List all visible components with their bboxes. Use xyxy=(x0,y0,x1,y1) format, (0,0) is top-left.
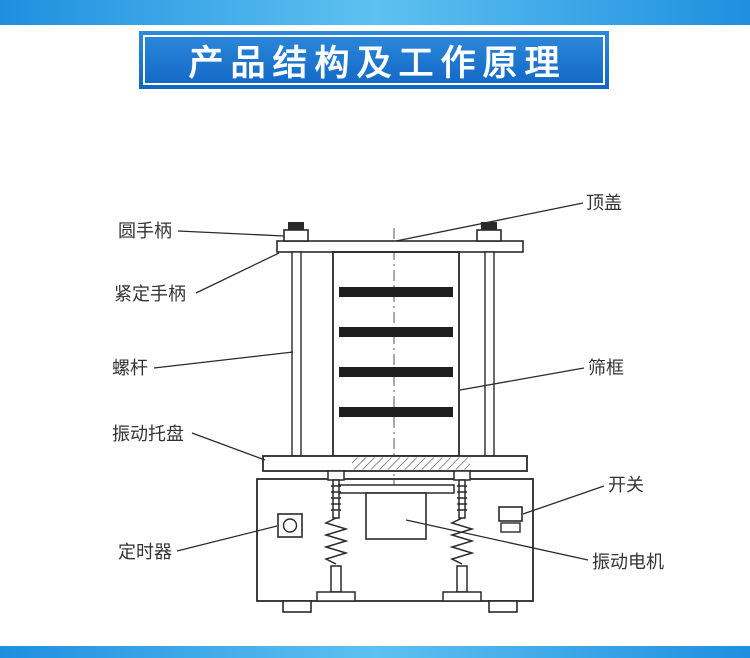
label-top-cover: 顶盖 xyxy=(586,193,622,214)
right-screw-rod xyxy=(484,251,495,457)
leader-screw-rod xyxy=(153,351,294,369)
leader-vibration-motor xyxy=(405,519,589,561)
leader-tightening-handle xyxy=(195,252,280,294)
leader-timer xyxy=(176,525,278,552)
left-foot xyxy=(282,600,312,613)
right-foot xyxy=(488,600,518,613)
left-screw-rod xyxy=(291,251,302,457)
timer-shape xyxy=(277,513,303,538)
sieve-bar-2 xyxy=(339,327,453,337)
label-timer: 定时器 xyxy=(118,542,172,563)
leader-top-cover xyxy=(395,202,584,242)
sieve-stack-box xyxy=(332,251,460,457)
left-round-handle-bolt xyxy=(283,222,309,242)
leader-sieve-frame xyxy=(459,367,585,391)
label-vibration-tray: 振动托盘 xyxy=(112,424,184,445)
label-tightening-handle: 紧定手柄 xyxy=(114,284,186,305)
label-vibration-motor: 振动电机 xyxy=(592,552,664,573)
left-spring-assembly xyxy=(316,470,356,602)
base-box xyxy=(256,478,534,602)
leader-vibration-tray xyxy=(191,432,266,461)
title-banner: 产品结构及工作原理 xyxy=(139,31,609,89)
bottom-decor-strip xyxy=(0,646,750,658)
leader-switch xyxy=(522,485,605,515)
top-decor-strip xyxy=(0,0,750,25)
right-spring-assembly xyxy=(442,470,482,602)
vibration-motor-shape xyxy=(337,484,455,540)
page-title: 产品结构及工作原理 xyxy=(188,43,567,84)
top-cover-shape xyxy=(276,240,524,253)
sieve-bar-1 xyxy=(339,287,453,297)
label-screw-rod: 螺杆 xyxy=(112,358,148,379)
vibration-tray-shape xyxy=(262,455,528,472)
label-sieve-frame: 筛框 xyxy=(588,358,624,379)
sieve-bar-4 xyxy=(339,407,453,417)
title-banner-border: 产品结构及工作原理 xyxy=(143,35,605,85)
label-switch: 开关 xyxy=(608,475,644,496)
right-round-handle-bolt xyxy=(476,222,502,242)
switch-shape xyxy=(498,506,523,533)
label-round-handle: 圆手柄 xyxy=(118,221,172,242)
sieve-bar-3 xyxy=(339,367,453,377)
leader-round-handle xyxy=(177,230,285,237)
